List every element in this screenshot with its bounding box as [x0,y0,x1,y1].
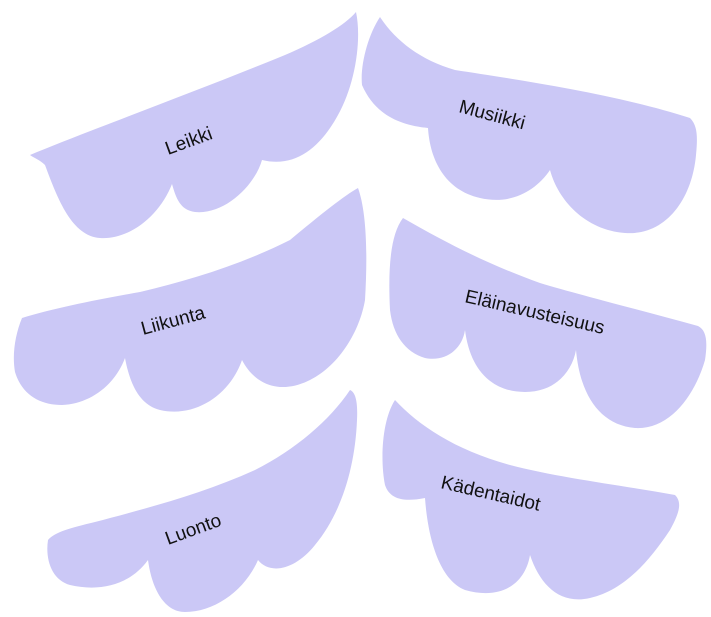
branch-liikunta: Liikunta [13,188,367,412]
branch-leikki: Leikki [30,12,359,239]
branch-shape-leikki [30,12,359,239]
branch-shape-kadentaidot [382,400,680,600]
branch-shape-musiikki [361,17,697,234]
branch-musiikki: Musiikki [361,17,697,234]
branch-shape-luonto [47,390,358,612]
branch-shape-elainavusteisuus [389,218,707,429]
branch-elainavusteisuus: Eläinavusteisuus [389,218,707,429]
branch-kadentaidot: Kädentaidot [382,400,680,600]
branch-shape-liikunta [13,188,367,412]
branch-luonto: Luonto [47,390,358,612]
